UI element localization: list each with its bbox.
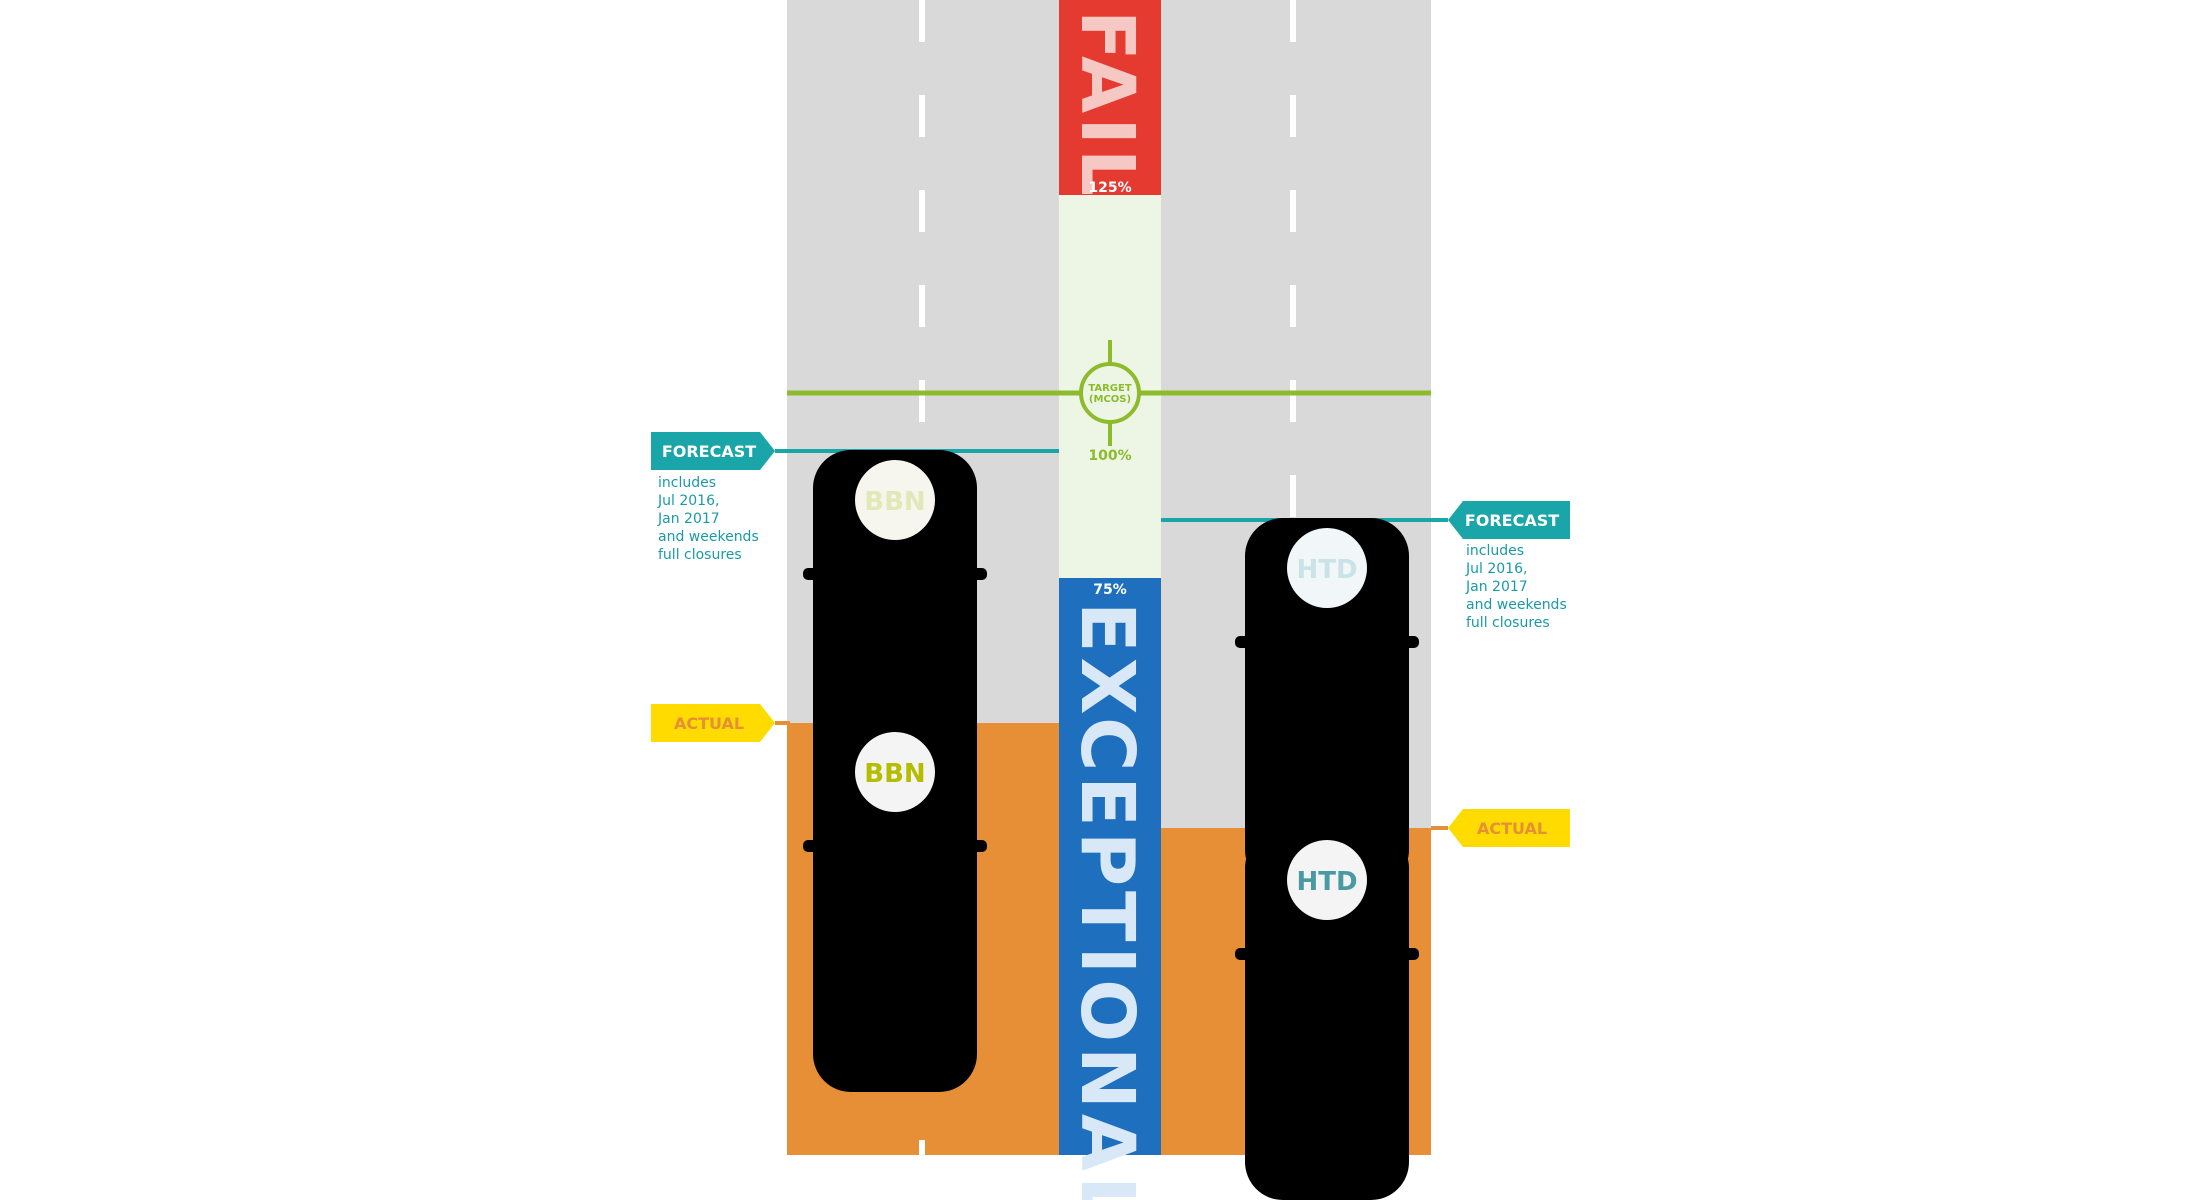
actual-tag-left-text: ACTUAL: [674, 714, 744, 733]
lane-dash-right: [1290, 95, 1296, 137]
lane-dash-right: [1290, 475, 1296, 517]
exceptional-zone: [1059, 578, 1161, 1155]
lane-dash-right: [1290, 380, 1296, 422]
exceptional-label: EXCEPTIONAL: [1064, 602, 1150, 1200]
lane-dash-left: [919, 1140, 925, 1182]
forecast-note-left-line: includes: [658, 475, 717, 491]
forecast-tag-right: FORECAST: [1448, 501, 1570, 539]
forecast-note-right-line: Jul 2016,: [1466, 561, 1528, 577]
bbn-actual-car: BBN: [803, 722, 987, 1092]
forecast-tag-left-text: FORECAST: [662, 442, 756, 461]
forecast-note-left-line: and weekends: [658, 529, 759, 545]
lane-dash-left: [919, 285, 925, 327]
fail-label: FAIL: [1064, 10, 1150, 200]
forecast-tag-left: FORECAST: [651, 432, 775, 470]
lane-dash-left: [919, 0, 925, 42]
lane-dash-left: [919, 380, 925, 422]
bbn-forecast-car-label: BBN: [864, 487, 925, 517]
fail-zone: [1059, 0, 1161, 195]
forecast-note-right-line: Jan 2017: [1466, 579, 1528, 595]
forecast-tag-right-text: FORECAST: [1465, 511, 1559, 530]
lane-dash-right: [1290, 0, 1296, 42]
target-label-line2: (MCOS): [1089, 394, 1131, 405]
forecast-note-right: includes Jul 2016, Jan 2017 and weekends…: [1466, 542, 1567, 632]
lane-dash-left: [919, 190, 925, 232]
forecast-note-left-line: full closures: [658, 547, 742, 563]
forecast-note-right-line: includes: [1466, 543, 1525, 559]
forecast-note-right-line: and weekends: [1466, 597, 1567, 613]
forecast-note-right-line: full closures: [1466, 615, 1550, 631]
lane-dash-right: [1290, 190, 1296, 232]
htd-actual-car-label: HTD: [1296, 867, 1357, 897]
lower-threshold-label: 75%: [1093, 582, 1127, 598]
upper-threshold-label: 125%: [1088, 180, 1131, 196]
actual-tag-right-text: ACTUAL: [1477, 819, 1547, 838]
htd-forecast-car: HTD: [1235, 518, 1419, 888]
htd-actual-car: HTD: [1235, 830, 1419, 1200]
actual-tag-left: ACTUAL: [651, 704, 775, 742]
bbn-actual-car-label: BBN: [864, 759, 925, 789]
forecast-note-left-line: Jul 2016,: [658, 493, 720, 509]
forecast-note-left-line: Jan 2017: [658, 511, 720, 527]
actual-tag-right: ACTUAL: [1448, 809, 1570, 847]
lane-dash-left: [919, 95, 925, 137]
target-label-line1: TARGET: [1088, 383, 1132, 394]
bbn-forecast-car: BBN: [803, 450, 987, 820]
target-crosshair-icon: [1079, 340, 1141, 446]
target-level-label: 100%: [1088, 448, 1131, 464]
lane-dash-right: [1290, 285, 1296, 327]
htd-forecast-car-label: HTD: [1296, 555, 1357, 585]
forecast-note-left: includes Jul 2016, Jan 2017 and weekends…: [658, 474, 759, 564]
